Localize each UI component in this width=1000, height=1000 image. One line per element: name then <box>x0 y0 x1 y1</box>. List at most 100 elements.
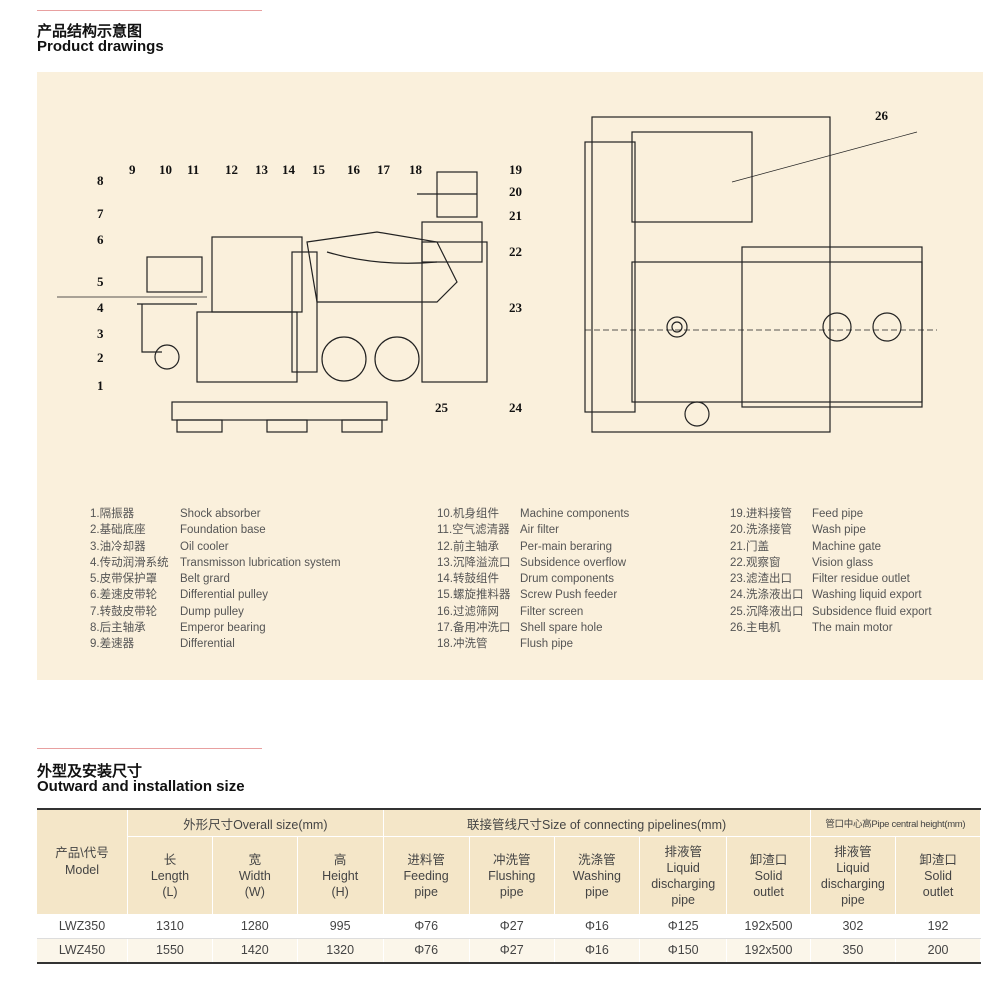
part-label: 14 <box>282 162 296 177</box>
table-cell: 192x500 <box>726 914 811 939</box>
table-cell: 1280 <box>212 914 298 939</box>
column-header-line: Flushing <box>488 868 536 883</box>
table-cell: 1420 <box>212 938 298 964</box>
legend-item-cn: 12.前主轴承 <box>437 540 499 553</box>
legend-item-en: Per-main beraring <box>520 540 613 553</box>
table-cell: Φ27 <box>469 914 555 939</box>
table-cell: Φ125 <box>639 914 728 939</box>
legend-item-en: Washing liquid export <box>812 589 922 602</box>
legend-item-en: Air filter <box>520 524 559 537</box>
legend-item-cn: 21.门盖 <box>730 540 769 553</box>
column-header-line: 排液管 <box>834 844 872 859</box>
table-cell: 1310 <box>127 914 213 939</box>
legend-item-en: Screw Push feeder <box>520 589 618 602</box>
legend-item-cn: 26.主电机 <box>730 622 781 635</box>
column-header-line: 卸渣口 <box>749 852 788 867</box>
legend-item-cn: 9.差速器 <box>90 638 135 651</box>
legend-item-cn: 13.沉降溢流口 <box>437 556 511 569</box>
legend-item-en: Machine gate <box>812 540 882 553</box>
column-header-line: 卸渣口 <box>919 852 957 867</box>
part-label: 11 <box>187 162 199 177</box>
top-view-drawing <box>584 116 937 433</box>
legend-item: 3.油冷却器 Oil cooler <box>90 539 341 555</box>
legend-item-cn: 10.机身组件 <box>437 508 499 520</box>
table-cell: 302 <box>810 914 897 939</box>
part-label: 26 <box>875 108 889 123</box>
legend-item: 13.沉降溢流口 Subsidence overflow <box>437 555 629 571</box>
dimensions-table: 产品\代号 Model 外形尺寸Overall size(mm) 联接管线尺寸S… <box>37 808 982 964</box>
legend-item-en: Filter screen <box>520 605 584 618</box>
legend-item-cn: 16.过滤筛网 <box>437 605 499 618</box>
part-label: 19 <box>509 162 523 177</box>
legend-item-cn: 25.沉降液出口 <box>730 605 804 618</box>
legend-item-cn: 11.空气滤清器 <box>437 524 510 537</box>
legend-item-en: Foundation base <box>180 524 266 537</box>
legend-item: 22.观察窗 Vision glass <box>730 555 932 571</box>
column-header-line: Height <box>322 868 359 883</box>
legend-item-en: Oil cooler <box>180 540 229 553</box>
column-header-line: pipe <box>671 892 696 907</box>
table-cell: Φ27 <box>469 938 555 964</box>
model-header: 产品\代号 Model <box>37 809 128 915</box>
legend-item-cn: 22.观察窗 <box>730 556 781 569</box>
part-label: 24 <box>509 400 523 415</box>
table-cell: Φ76 <box>383 938 470 964</box>
column-header-line: pipe <box>585 884 609 899</box>
legend-item-cn: 2.基础底座 <box>90 524 146 537</box>
column-header-line: Liquid <box>666 860 700 875</box>
legend-item: 2.基础底座 Foundation base <box>90 522 341 538</box>
legend-item-en: Flush pipe <box>520 638 574 651</box>
legend-item-cn: 5.皮带保护罩 <box>90 573 158 586</box>
part-label: 17 <box>377 162 391 177</box>
group-header-overall-size: 外形尺寸Overall size(mm) <box>127 809 384 837</box>
part-label: 23 <box>509 300 523 315</box>
column-header-line: 长 <box>163 852 177 867</box>
part-label: 15 <box>312 162 326 177</box>
table-cell: Φ16 <box>554 938 640 964</box>
legend-item-cn: 3.油冷却器 <box>90 540 146 553</box>
table-cell: Φ76 <box>383 914 470 939</box>
legend-item-en: Vision glass <box>812 556 874 569</box>
column-header-line: (W) <box>244 884 265 899</box>
column-header-line: discharging <box>651 876 716 891</box>
part-label: 6 <box>97 232 104 247</box>
column-header-line: pipe <box>414 884 438 899</box>
table-cell: 192 <box>895 914 981 939</box>
column-header-line: 洗涤管 <box>578 852 616 867</box>
group-header-pipe-height: 管口中心高Pipe central height(mm) <box>810 809 982 837</box>
group-header-pipelines: 联接管线尺寸Size of connecting pipelines(mm) <box>383 809 811 837</box>
column-header-line: Liquid <box>836 860 870 875</box>
table-cell: 200 <box>895 938 981 964</box>
legend-item-en: Subsidence overflow <box>520 556 627 569</box>
section-title-en: Outward and installation size <box>37 778 245 795</box>
column-header-line: Washing <box>572 868 621 883</box>
part-label: 21 <box>509 208 522 223</box>
legend-item-en: Transmisson lubrication system <box>180 556 341 569</box>
column-header-line: 宽 <box>248 852 262 867</box>
part-label: 12 <box>225 162 238 177</box>
side-view-drawing <box>57 171 488 433</box>
part-label: 2 <box>97 350 104 365</box>
